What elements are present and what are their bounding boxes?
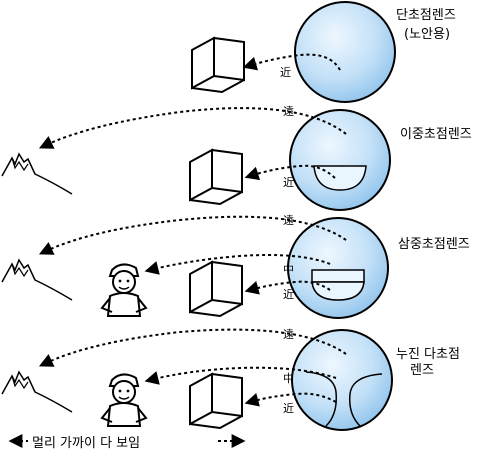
lens-title: 이중초점렌즈 [400,127,472,142]
book-icon [189,373,243,429]
book-icon [189,261,243,317]
far-arrow [38,328,347,367]
lens-icon [294,1,396,103]
dist-near-label: 近 [280,66,291,79]
panel-trifocal: 삼중초점렌즈 遠 中 近 [1,214,470,319]
dist-mid-label: 中 [283,263,294,276]
dist-near-label: 近 [283,402,294,415]
mountain-icon [1,153,73,195]
lens-title: 누진 다초점 [396,347,460,362]
near-arrow [244,280,331,295]
caption-group: 멀리 가까이 다 보임 [8,430,246,452]
mountain-icon [1,371,73,413]
mountain-icon [1,259,73,301]
dist-far-label: 遠 [283,214,294,227]
corridor-right [348,373,383,427]
mid-segment [311,269,365,283]
person-icon [101,373,147,427]
caption-text: 멀리 가까이 다 보임 [32,436,140,451]
mid-arrow [144,366,337,385]
book-icon [191,37,245,93]
dist-far-label: 遠 [283,105,294,118]
panel-progressive: 누진 다초점 렌즈 遠 中 近 [1,328,460,431]
dist-near-label: 近 [283,288,294,301]
lens-title: 삼중초점렌즈 [398,237,470,252]
book-icon [189,149,243,205]
panel-bifocal: 이중초점렌즈 遠 近 [1,105,472,211]
lens-icon [289,109,391,211]
dist-near-label: 近 [283,176,294,189]
near-arrow [244,164,336,181]
dist-far-label: 遠 [283,328,294,341]
corridor-left [305,371,338,427]
panel-single-focus: 단초점렌즈 (노안용) 近 [191,1,456,103]
near-arrow [244,392,337,407]
lens-icon [291,329,393,431]
far-arrow [38,215,347,255]
lens-icon [287,217,389,319]
near-segment [313,165,367,191]
lens-subtitle: 렌즈 [410,363,434,378]
lens-subtitle: (노안용) [404,27,450,42]
dist-mid-label: 中 [283,372,294,385]
mid-arrow [144,254,331,275]
person-icon [101,263,147,317]
lens-title: 단초점렌즈 [396,8,456,23]
far-arrow [38,107,347,149]
